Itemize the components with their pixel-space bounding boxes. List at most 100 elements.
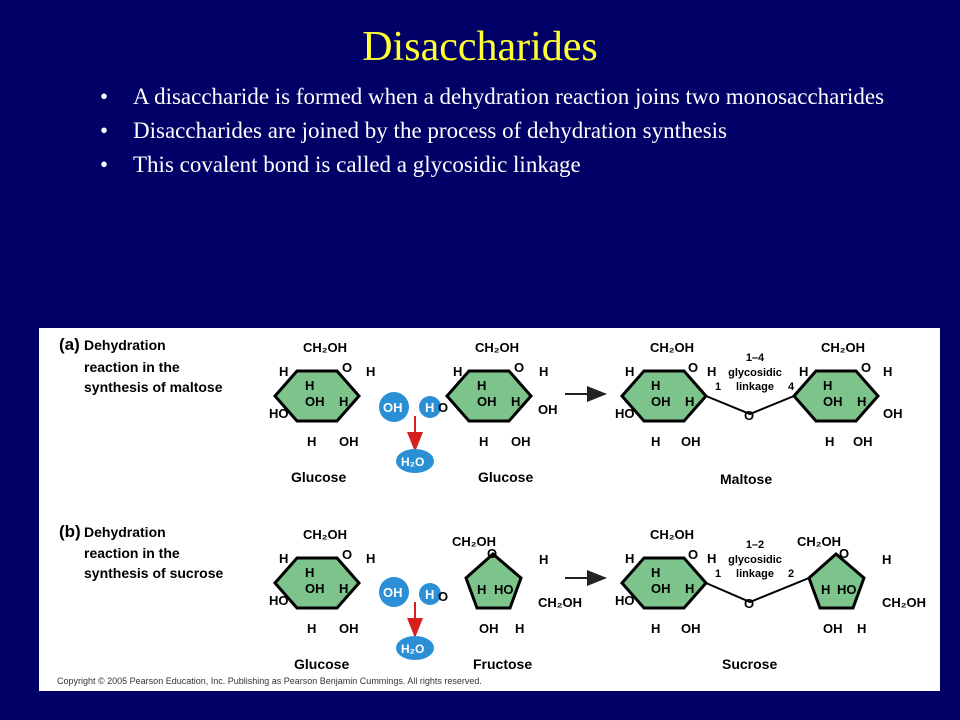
ring-oxygen-label: O (342, 547, 352, 562)
ch2oh-label: CH₂OH (303, 527, 347, 542)
water-bubble-a (396, 449, 434, 473)
h-label: H (857, 621, 866, 636)
water-label: H₂O (401, 455, 424, 469)
h-label: H (539, 552, 548, 567)
bullet-item: • A disaccharide is formed when a dehydra… (100, 84, 900, 109)
linkage-carbon-number: 4 (788, 381, 795, 393)
h-label: H (339, 394, 348, 409)
ho-label: HO (615, 406, 635, 421)
oh-label: OH (651, 581, 671, 596)
panel-b-caption: (b) Dehydration reaction in the synthesi… (59, 522, 223, 581)
oh-highlight-a (379, 392, 409, 422)
h-label: H (651, 434, 660, 449)
ring-oxygen-label: O (514, 360, 524, 375)
h-label: H (511, 394, 520, 409)
oh-label: OH (651, 394, 671, 409)
molecule-name: Maltose (720, 471, 772, 487)
h-label: H (651, 621, 660, 636)
oh-label: OH (823, 394, 843, 409)
glycosidic-bond-b (705, 577, 810, 604)
linkage-line: linkage (736, 381, 774, 393)
maltose-right-ring: CH₂OH O H H OH H H OH H OH (792, 340, 903, 449)
h-label: H (477, 378, 486, 393)
h-label: H (651, 378, 660, 393)
h-label: H (625, 364, 634, 379)
ring-oxygen-label: O (342, 360, 352, 375)
linkage-line: glycosidic (728, 367, 782, 379)
linkage-label-a: 1–4 glycosidic linkage 1 4 (715, 352, 795, 393)
glycosidic-bond-a (705, 395, 795, 416)
bullet-text: A disaccharide is formed when a dehydrat… (133, 84, 885, 109)
o-label: O (438, 400, 448, 415)
ch2oh-label: CH₂OH (452, 534, 496, 549)
ring-oxygen-label: O (861, 360, 871, 375)
h-label: H (685, 394, 694, 409)
h-label: H (539, 364, 548, 379)
glucose-ring-a2: CH₂OH O H H OH H H OH O H OH (438, 340, 558, 449)
ch2oh-label: CH₂OH (821, 340, 865, 355)
h-label: H (339, 581, 348, 596)
ch2oh-label: CH₂OH (650, 340, 694, 355)
h-label: H (366, 551, 375, 566)
fructose-ring-b: CH₂OH O H H HO O CH₂OH OH H (438, 534, 582, 636)
h-label: H (479, 434, 488, 449)
h-label: H (515, 621, 524, 636)
oh-label: OH (339, 621, 359, 636)
h-label: H (707, 364, 716, 379)
oh-label: OH (883, 406, 903, 421)
bullet-dot: • (100, 118, 109, 143)
panel-a-molecule-names: Glucose Glucose Maltose (291, 469, 772, 487)
linkage-line: linkage (736, 568, 774, 580)
linkage-carbon-number: 1 (715, 568, 721, 580)
h-label: H (825, 434, 834, 449)
h-label: H (707, 551, 716, 566)
ho-label: HO (615, 593, 635, 608)
h-label: H (305, 565, 314, 580)
linkage-line: glycosidic (728, 554, 782, 566)
h-label: H (279, 364, 288, 379)
glucose-ring-a1: CH₂OH O H H OH H H HO H OH (269, 340, 375, 449)
leaving-h-label: H (425, 587, 434, 602)
reaction-diagram: (a) Dehydration reaction in the synthesi… (57, 335, 926, 686)
ch2oh-label: CH₂OH (303, 340, 347, 355)
water-label: H₂O (401, 642, 424, 656)
oh-label: OH (305, 394, 325, 409)
ch2oh-label: CH₂OH (797, 534, 841, 549)
panel-b-caption-line: Dehydration (84, 524, 166, 540)
bullet-dot: • (100, 152, 109, 177)
linkage-carbon-number: 2 (788, 568, 794, 580)
panel-a-caption-line: reaction in the (84, 359, 180, 375)
ring-oxygen-label: O (688, 547, 698, 562)
ch2oh-label: CH₂OH (650, 527, 694, 542)
bullet-dot: • (100, 84, 109, 109)
h-label: H (651, 565, 660, 580)
bridge-oxygen-label: O (744, 408, 754, 423)
slide-title: Disaccharides (362, 24, 598, 70)
molecule-name: Fructose (473, 656, 532, 672)
h-highlight-b (419, 583, 441, 605)
panel-b-letter: (b) (59, 522, 81, 541)
linkage-carbon-number: 1 (715, 381, 721, 393)
bullet-item: • Disaccharides are joined by the process… (100, 118, 900, 143)
leaving-oh-label: OH (383, 400, 403, 415)
h-label: H (305, 378, 314, 393)
disaccharide-figure: (a) Dehydration reaction in the synthesi… (39, 328, 940, 691)
h-label: H (823, 378, 832, 393)
ho-label: HO (269, 593, 289, 608)
panel-a-caption-line: synthesis of maltose (84, 379, 223, 395)
ch2oh-label: CH₂OH (882, 595, 926, 610)
oh-highlight-b (379, 577, 409, 607)
molecule-name: Glucose (291, 469, 346, 485)
h-highlight-a (419, 396, 441, 418)
bullet-text: Disaccharides are joined by the process … (133, 118, 727, 143)
h-label: H (366, 364, 375, 379)
ho-label: HO (269, 406, 289, 421)
panel-b-caption-line: reaction in the (84, 545, 180, 561)
oh-label: OH (681, 434, 701, 449)
ring-oxygen-label: O (839, 546, 849, 561)
oh-label: OH (823, 621, 843, 636)
oh-label: OH (339, 434, 359, 449)
ring-oxygen-label: O (487, 546, 497, 561)
h-label: H (857, 394, 866, 409)
oh-label: OH (853, 434, 873, 449)
